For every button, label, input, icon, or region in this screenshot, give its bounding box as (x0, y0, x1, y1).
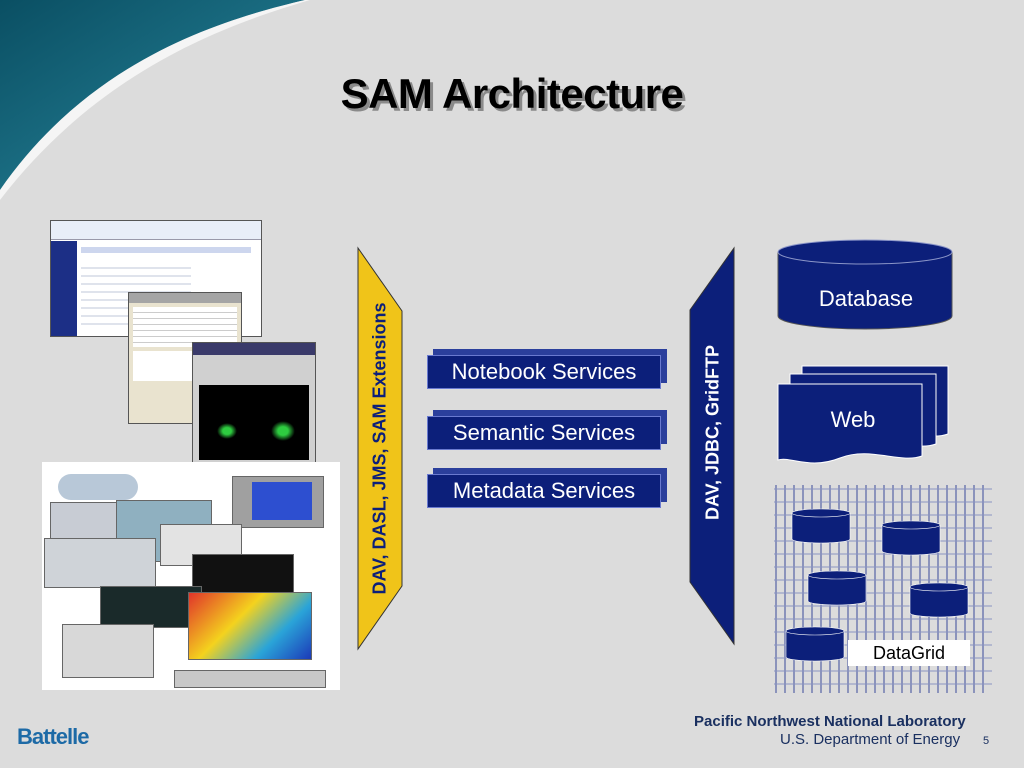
grid-storage-cylinder (791, 508, 851, 544)
semantic-services-box: Semantic Services (427, 416, 661, 450)
page-number: 5 (983, 735, 990, 747)
footer-organization: Pacific Northwest National Laboratory (694, 713, 966, 730)
web-documents (777, 365, 949, 464)
plot-screenshot (192, 342, 316, 466)
database-label: Database (818, 286, 914, 311)
grid-storage-cylinder (807, 570, 867, 606)
datagrid-label: DataGrid (848, 640, 970, 666)
notebook-services-box: Notebook Services (427, 355, 661, 389)
metadata-services-box: Metadata Services (427, 474, 661, 508)
battelle-logo: Battelle (17, 724, 89, 749)
grid-storage-cylinder (785, 626, 845, 662)
database-cylinder (777, 239, 953, 330)
datagrid-grid (774, 485, 992, 693)
right-protocol-label: DAV, JDBC, GridFTP (702, 344, 723, 521)
web-label: Web (830, 407, 876, 432)
right-protocol-bar (689, 246, 735, 646)
slide-title: SAM Architecture (340, 70, 684, 117)
grid-storage-cylinder (909, 582, 969, 618)
footer-department: U.S. Department of Energy (780, 731, 961, 748)
left-protocol-label: DAV, DASL, JMS, SAM Extensions (369, 302, 390, 595)
ecce-collage (42, 462, 340, 690)
grid-storage-cylinder (881, 520, 941, 556)
left-protocol-bar (357, 246, 403, 651)
corner-swoosh (0, 0, 310, 200)
